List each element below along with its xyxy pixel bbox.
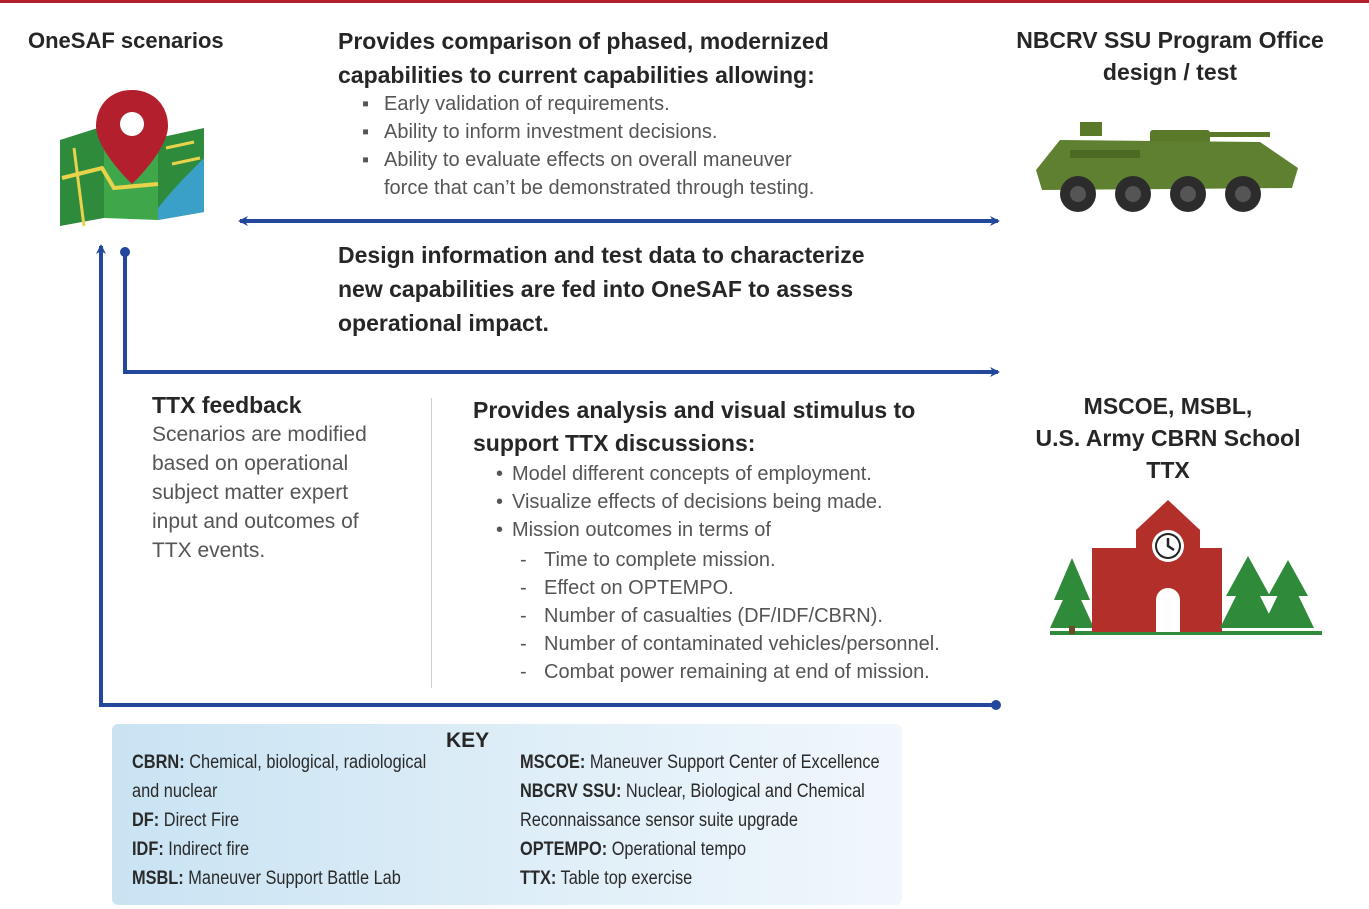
key-title: KEY (446, 729, 490, 752)
analysis-heading-line1: Provides analysis and visual stimulus to (473, 397, 916, 423)
nbcrv-title-line2: design / test (1102, 59, 1238, 85)
list-item-continuation: force that can’t be demonstrated through… (384, 177, 815, 199)
ttx-feedback-block: TTX feedback Scenarios are modified base… (152, 390, 422, 565)
key-entry: MSCOE: Maneuver Support Center of Excell… (520, 752, 880, 773)
design-line3: operational impact. (338, 310, 549, 336)
ttx-feedback-line: based on operational (152, 452, 349, 475)
key-entry: Reconnaissance sensor suite upgrade (520, 810, 798, 831)
list-item: ▪Ability to evaluate effects on overall … (362, 149, 792, 171)
list-item: •Model different concepts of employment. (496, 463, 872, 485)
list-item: ▪Ability to inform investment decisions. (362, 121, 718, 143)
loop-arrow-middle (123, 252, 1000, 377)
key-entry: OPTEMPO: Operational tempo (520, 839, 747, 860)
nbcrv-title-line1: NBCRV SSU Program Office (1016, 27, 1324, 53)
loop-arrow-outer (96, 244, 996, 707)
map-pin-icon (60, 90, 204, 227)
key-left-column: CBRN: Chemical, biological, radiological… (132, 748, 474, 893)
ttx-feedback-line: TTX events. (152, 539, 266, 562)
analysis-subbullets: -Time to complete mission. -Effect on OP… (520, 546, 1020, 686)
school-building-icon (1050, 500, 1322, 635)
sub-list-item: -Number of contaminated vehicles/personn… (520, 633, 940, 655)
comparison-heading: Provides comparison of phased, modernize… (338, 24, 829, 92)
mscoe-title-line3: TTX (1146, 457, 1190, 483)
nbcrv-title: NBCRV SSU Program Office design / test (1000, 24, 1340, 88)
key-entry: IDF: Indirect fire (132, 839, 250, 860)
design-line2: new capabilities are fed into OneSAF to … (338, 276, 854, 302)
top-accent-line (0, 0, 1369, 3)
column-divider (431, 398, 432, 688)
key-entry: NBCRV SSU: Nuclear, Biological and Chemi… (520, 781, 865, 802)
ttx-feedback-line: subject matter expert (152, 481, 349, 504)
list-item: ▪Early validation of requirements. (362, 93, 670, 115)
list-item: •Mission outcomes in terms of (496, 519, 771, 541)
key-right-column: MSCOE: Maneuver Support Center of Excell… (520, 748, 938, 893)
mscoe-title: MSCOE, MSBL, U.S. Army CBRN School TTX (1018, 390, 1318, 486)
sub-list-item: -Combat power remaining at end of missio… (520, 661, 930, 683)
comparison-bullets: ▪Early validation of requirements. ▪Abil… (362, 90, 922, 202)
design-line1: Design information and test data to char… (338, 242, 865, 268)
comparison-heading-line2: capabilities to current capabilities all… (338, 62, 815, 88)
design-info-text: Design information and test data to char… (338, 238, 865, 340)
key-entry: MSBL: Maneuver Support Battle Lab (132, 868, 401, 889)
ttx-feedback-line: input and outcomes of (152, 510, 359, 533)
sub-list-item: -Number of casualties (DF/IDF/CBRN). (520, 605, 883, 627)
analysis-bullets: •Model different concepts of employment.… (496, 460, 1016, 544)
key-entry: TTX: Table top exercise (520, 868, 693, 889)
list-item: •Visualize effects of decisions being ma… (496, 491, 883, 513)
analysis-heading-line2: support TTX discussions: (473, 430, 756, 456)
mscoe-title-line2: U.S. Army CBRN School (1035, 425, 1301, 451)
ttx-feedback-title: TTX feedback (152, 392, 302, 418)
onesaf-title: OneSAF scenarios (28, 28, 224, 53)
mscoe-title-line1: MSCOE, MSBL, (1083, 393, 1253, 419)
sub-list-item: -Time to complete mission. (520, 549, 776, 571)
analysis-heading: Provides analysis and visual stimulus to… (473, 394, 915, 460)
armored-vehicle-icon (1036, 122, 1298, 212)
key-entry: and nuclear (132, 781, 218, 802)
ttx-feedback-line: Scenarios are modified (152, 423, 367, 446)
key-entry: CBRN: Chemical, biological, radiological (132, 752, 427, 773)
key-legend-box (112, 724, 902, 905)
comparison-heading-line1: Provides comparison of phased, modernize… (338, 28, 829, 54)
key-entry: DF: Direct Fire (132, 810, 240, 831)
sub-list-item: -Effect on OPTEMPO. (520, 577, 734, 599)
